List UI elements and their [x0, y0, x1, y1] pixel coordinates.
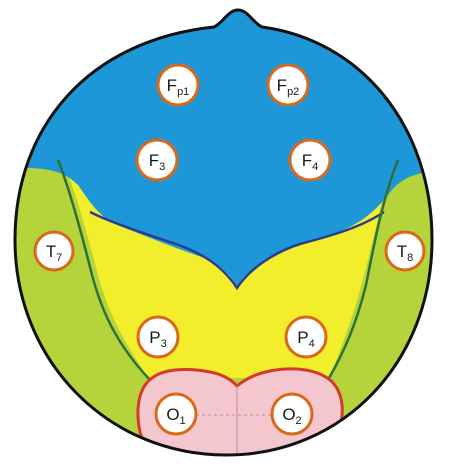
- electrode-f3: F3: [137, 140, 177, 180]
- electrode-p3: P3: [138, 317, 178, 357]
- electrode-main-letter: F: [277, 76, 287, 95]
- electrode-o1: O1: [156, 394, 196, 434]
- electrode-subscript: 2: [296, 415, 302, 427]
- electrode-subscript: 4: [312, 161, 318, 173]
- electrode-subscript: 3: [161, 338, 167, 350]
- electrode-subscript: p2: [287, 86, 299, 98]
- electrode-subscript: p1: [177, 86, 189, 98]
- electrode-f4: F4: [290, 140, 330, 180]
- electrode-fp2: Fp2: [268, 65, 308, 105]
- electrode-p4: P4: [286, 317, 326, 357]
- electrode-subscript: 7: [56, 252, 62, 264]
- electrode-main-letter: P: [149, 328, 160, 347]
- electrode-subscript: 8: [407, 252, 413, 264]
- electrode-main-letter: F: [149, 151, 159, 170]
- electrode-circle: [158, 65, 198, 105]
- electrode-t7: T7: [35, 232, 73, 270]
- electrode-circle: [268, 65, 308, 105]
- electrode-subscript: 1: [180, 415, 186, 427]
- electrode-main-letter: F: [302, 151, 312, 170]
- electrode-main-letter: F: [167, 76, 177, 95]
- electrode-subscript: 3: [159, 161, 165, 173]
- electrode-subscript: 4: [309, 338, 315, 350]
- electrode-main-letter: O: [282, 405, 295, 424]
- electrode-t8: T8: [386, 232, 424, 270]
- electrode-main-letter: O: [166, 405, 179, 424]
- electrode-main-letter: T: [46, 242, 56, 261]
- electrode-o2: O2: [272, 394, 312, 434]
- electrode-fp1: Fp1: [158, 65, 198, 105]
- electrode-main-letter: P: [297, 328, 308, 347]
- electrode-main-letter: T: [397, 242, 407, 261]
